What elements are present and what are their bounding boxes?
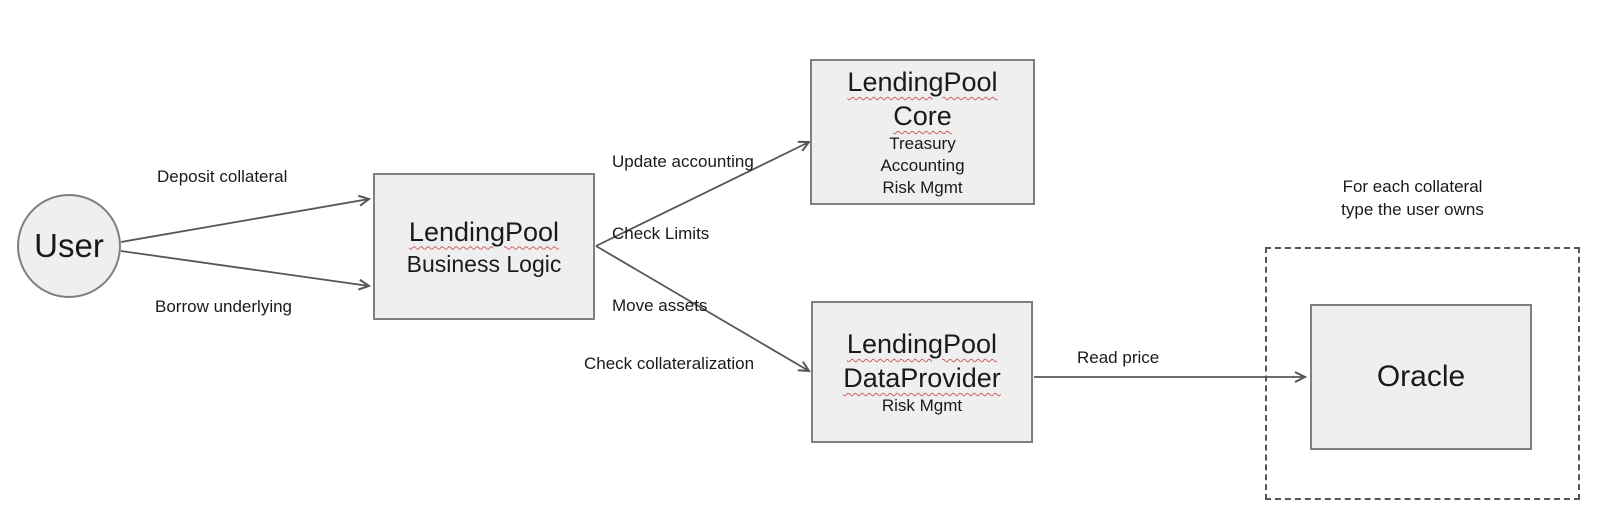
to-core-edge-label: Update accounting Check Limits Move asse… [612, 102, 754, 366]
loop-note-line1: For each collateral [1342, 177, 1483, 196]
loop-note: For each collateral type the user owns [1290, 175, 1535, 221]
business-logic-node: LendingPool Business Logic [373, 173, 595, 320]
data-provider-title-line2: DataProvider [843, 363, 1001, 393]
arrow-user-borrow [120, 250, 372, 291]
user-node-label: User [34, 227, 104, 264]
borrow-underlying-label: Borrow underlying [155, 297, 293, 316]
core-item-accounting: Accounting [880, 156, 965, 175]
oracle-node: Oracle [1310, 304, 1532, 450]
data-provider-node: LendingPool DataProvider Risk Mgmt [811, 301, 1033, 443]
core-title-line2: Core [893, 101, 952, 131]
deposit-collateral-label: Deposit collateral [157, 167, 288, 186]
core-item-risk-mgmt: Risk Mgmt [882, 178, 963, 197]
data-provider-item-risk-mgmt: Risk Mgmt [881, 396, 963, 415]
core-node: LendingPool Core Treasury Accounting Ris… [810, 59, 1035, 205]
read-price-label: Read price [1077, 348, 1160, 367]
business-logic-title: LendingPool [408, 216, 560, 247]
core-title-line1: LendingPool [847, 67, 998, 97]
core-item-treasury: Treasury [889, 134, 956, 153]
arrow-user-deposit [120, 194, 372, 243]
data-provider-title-line1: LendingPool [846, 329, 998, 359]
user-node: User [17, 194, 121, 298]
to-core-label-line2: Check Limits [612, 224, 710, 243]
loop-note-line2: type the user owns [1341, 200, 1484, 219]
to-core-label-line3: Move assets [612, 296, 708, 315]
check-collateralization-label: Check collateralization [584, 354, 755, 373]
to-core-label-line1: Update accounting [612, 152, 754, 171]
for-each-collateral-container [1265, 247, 1580, 500]
oracle-node-label: Oracle [1376, 360, 1466, 393]
business-logic-subtitle: Business Logic [406, 250, 562, 277]
